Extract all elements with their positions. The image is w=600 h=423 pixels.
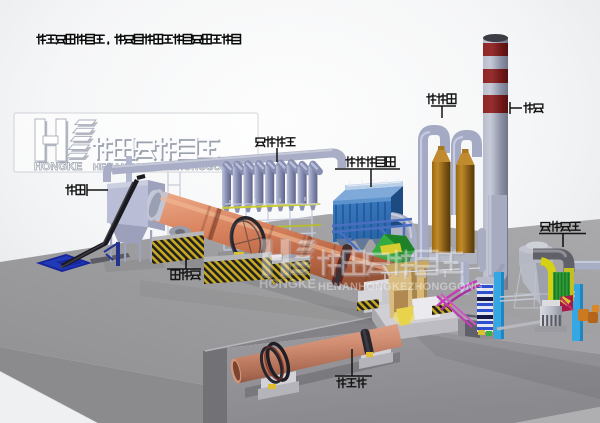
svg-text:HONGKE: HONGKE <box>34 161 82 173</box>
svg-text:HENANHONGKEZHONGGONG: HENANHONGKEZHONGGONG <box>318 281 483 293</box>
svg-text:HONGKE: HONGKE <box>259 276 316 291</box>
